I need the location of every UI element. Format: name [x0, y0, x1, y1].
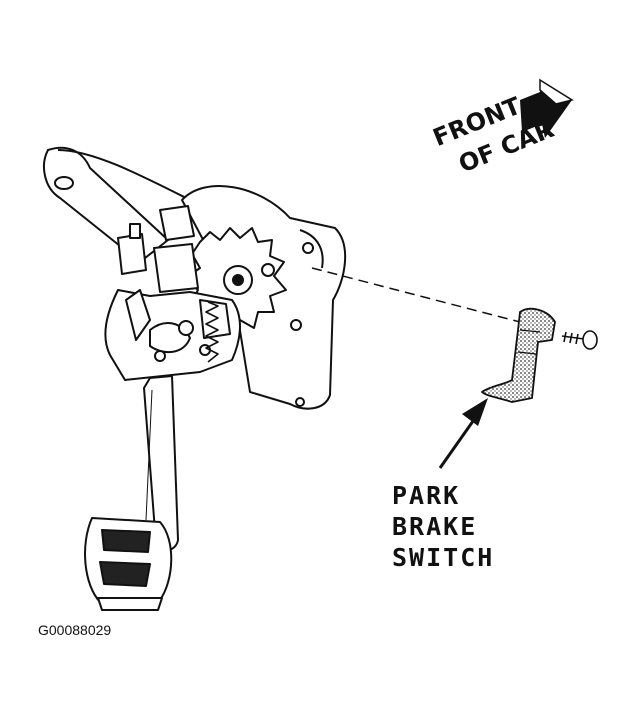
callout-line3: SWITCH — [392, 543, 495, 572]
front-direction-arrow-icon — [520, 78, 574, 138]
pedal-assembly — [43, 146, 347, 611]
park-brake-switch-part — [481, 308, 556, 403]
mounting-screw — [561, 330, 598, 350]
callout-arrow-icon — [438, 398, 488, 469]
callout-line1: PARK — [392, 481, 461, 510]
figure-id: G00088029 — [38, 622, 112, 638]
alignment-line — [311, 267, 521, 323]
park-brake-switch-callout: PARK BRAKE SWITCH — [392, 480, 494, 573]
callout-line2: BRAKE — [392, 512, 478, 541]
